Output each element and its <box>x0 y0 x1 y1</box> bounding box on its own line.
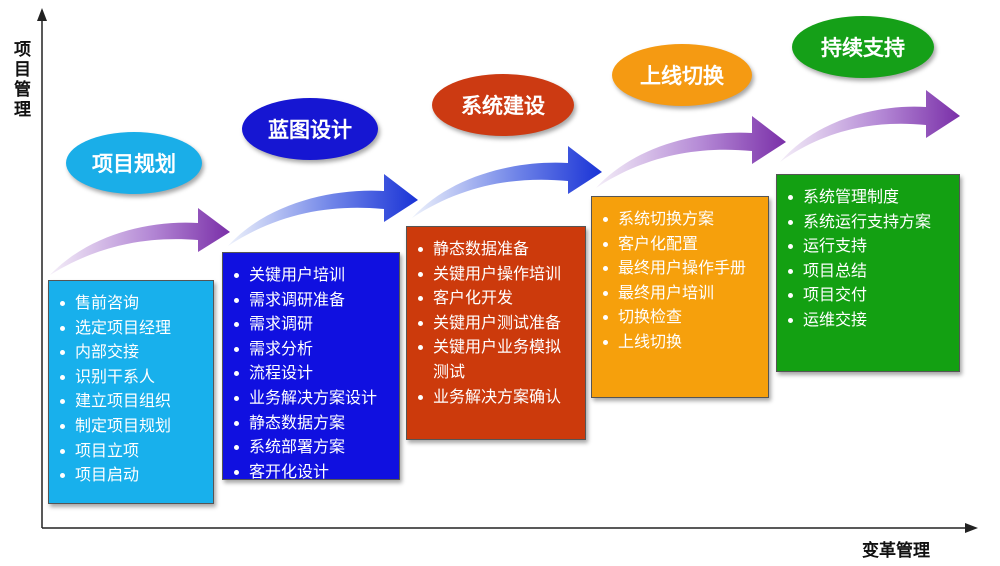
task-item: 客户化配置 <box>600 232 764 257</box>
task-item: 最终用户操作手册 <box>600 256 764 281</box>
phase-title-5: 持续支持 <box>821 36 905 60</box>
task-item: 上线切换 <box>600 330 764 355</box>
task-item: 客开化设计 <box>231 460 395 485</box>
task-list-5: 系统管理制度 系统运行支持方案 运行支持 项目总结 项目交付 运维交接 <box>785 185 955 333</box>
phase-box-5: 系统管理制度 系统运行支持方案 运行支持 项目总结 项目交付 运维交接 <box>776 174 960 372</box>
task-list-1: 售前咨询 选定项目经理 内部交接 识别干系人 建立项目组织 制定项目规划 项目立… <box>57 291 209 488</box>
phase-pill-2: 蓝图设计 <box>242 98 378 160</box>
task-item: 项目总结 <box>785 259 955 284</box>
task-item-continuation: 测试 <box>433 361 466 381</box>
task-item: 识别干系人 <box>57 365 209 390</box>
phase-pill-4: 上线切换 <box>612 44 752 106</box>
task-item: 项目启动 <box>57 463 209 488</box>
phase-title-2: 蓝图设计 <box>268 118 352 142</box>
task-item: 内部交接 <box>57 340 209 365</box>
phase-title-4: 上线切换 <box>640 64 724 88</box>
task-list-4: 系统切换方案 客户化配置 最终用户操作手册 最终用户培训 切换检查 上线切换 <box>600 207 764 355</box>
y-axis-arrowhead <box>37 8 47 21</box>
task-item: 业务解决方案设计 <box>231 386 395 411</box>
task-item: 需求调研 <box>231 312 395 337</box>
phase-pill-1: 项目规划 <box>66 132 202 194</box>
task-item: 系统管理制度 <box>785 185 955 210</box>
phase-title-3: 系统建设 <box>461 94 545 118</box>
task-item: 客户化开发 <box>415 286 581 311</box>
task-item: 关键用户培训 <box>231 263 395 288</box>
task-item: 静态数据准备 <box>415 237 581 262</box>
phase-box-4: 系统切换方案 客户化配置 最终用户操作手册 最终用户培训 切换检查 上线切换 <box>591 196 769 398</box>
phase-pill-5: 持续支持 <box>792 16 934 78</box>
task-item: 售前咨询 <box>57 291 209 316</box>
phase-arrow-4 <box>596 116 786 188</box>
task-item: 需求调研准备 <box>231 288 395 313</box>
task-item: 运维交接 <box>785 308 955 333</box>
phase-box-2: 关键用户培训 需求调研准备 需求调研 需求分析 流程设计 业务解决方案设计 静态… <box>222 252 400 481</box>
task-item: 关键用户测试准备 <box>415 311 581 336</box>
phase-box-3: 静态数据准备 关键用户操作培训 客户化开发 关键用户测试准备 关键用户业务模拟 … <box>406 226 586 440</box>
task-item: 切换检查 <box>600 305 764 330</box>
task-item: 系统部署方案 <box>231 435 395 460</box>
task-item: 最终用户培训 <box>600 281 764 306</box>
x-axis-arrowhead <box>965 523 978 533</box>
phase-arrow-2 <box>228 174 418 246</box>
phase-arrow-3 <box>412 146 602 218</box>
task-item: 需求分析 <box>231 337 395 362</box>
task-list-3: 静态数据准备 关键用户操作培训 客户化开发 关键用户测试准备 关键用户业务模拟 … <box>415 237 581 409</box>
task-item: 选定项目经理 <box>57 316 209 341</box>
task-item: 制定项目规划 <box>57 414 209 439</box>
task-item: 项目交付 <box>785 283 955 308</box>
task-item: 关键用户业务模拟 <box>415 335 581 360</box>
phase-box-1: 售前咨询 选定项目经理 内部交接 识别干系人 建立项目组织 制定项目规划 项目立… <box>48 280 214 504</box>
phase-pill-3: 系统建设 <box>432 74 574 136</box>
x-axis-label: 变革管理 <box>862 541 930 561</box>
y-axis-label: 项目管理 <box>10 40 30 120</box>
phase-title-1: 项目规划 <box>92 152 176 176</box>
task-item: 系统运行支持方案 <box>785 210 955 235</box>
task-item: 关键用户操作培训 <box>415 262 581 287</box>
task-list-2: 关键用户培训 需求调研准备 需求调研 需求分析 流程设计 业务解决方案设计 静态… <box>231 263 395 484</box>
task-item: 业务解决方案确认 <box>415 385 581 410</box>
task-item: 系统切换方案 <box>600 207 764 232</box>
phase-arrow-1 <box>50 208 230 275</box>
task-item: 运行支持 <box>785 234 955 259</box>
phase-arrow-5 <box>780 90 960 162</box>
task-item: 项目立项 <box>57 439 209 464</box>
task-item: 静态数据方案 <box>231 411 395 436</box>
task-item: 流程设计 <box>231 361 395 386</box>
task-item: 建立项目组织 <box>57 389 209 414</box>
